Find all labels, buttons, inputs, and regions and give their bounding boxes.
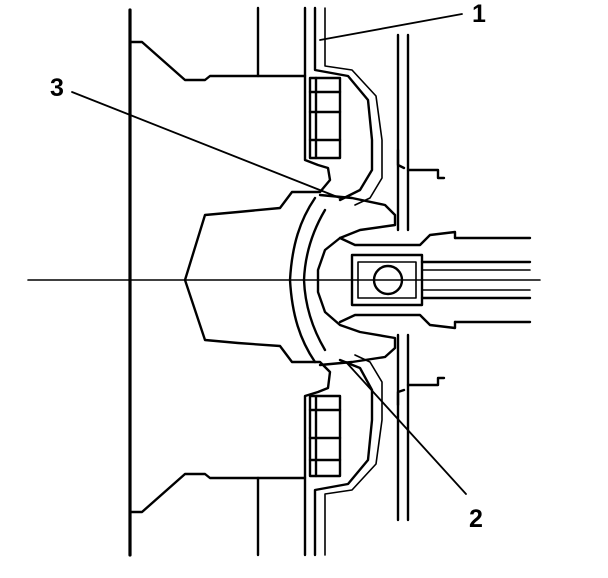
backing-plate-inner-upper [324,7,383,206]
clip-bottom [396,388,406,407]
bracket-tab-top [406,168,446,180]
callout-3-leader [71,91,341,199]
drum-profile-upper [128,40,332,282]
upper-nut [308,76,342,160]
backing-plate-upper [313,6,374,202]
backing-plate-inner-lower [324,354,383,556]
hub-curve-outer [288,196,317,364]
callout-3-label: 3 [50,74,64,102]
hub-seal-outer [316,193,397,367]
callout-2-leader [345,361,467,495]
callout-1-label: 1 [472,0,486,28]
clip-top [396,148,406,170]
bracket-tab-bottom [406,376,446,387]
hub-curve-inner [302,208,327,352]
lower-nut [308,394,342,478]
bearing-assembly [338,230,532,330]
backing-plate-lower [313,358,374,557]
callout-1-leader [319,13,463,41]
callout-2-label: 2 [469,505,483,533]
drum-profile-lower [128,278,332,514]
